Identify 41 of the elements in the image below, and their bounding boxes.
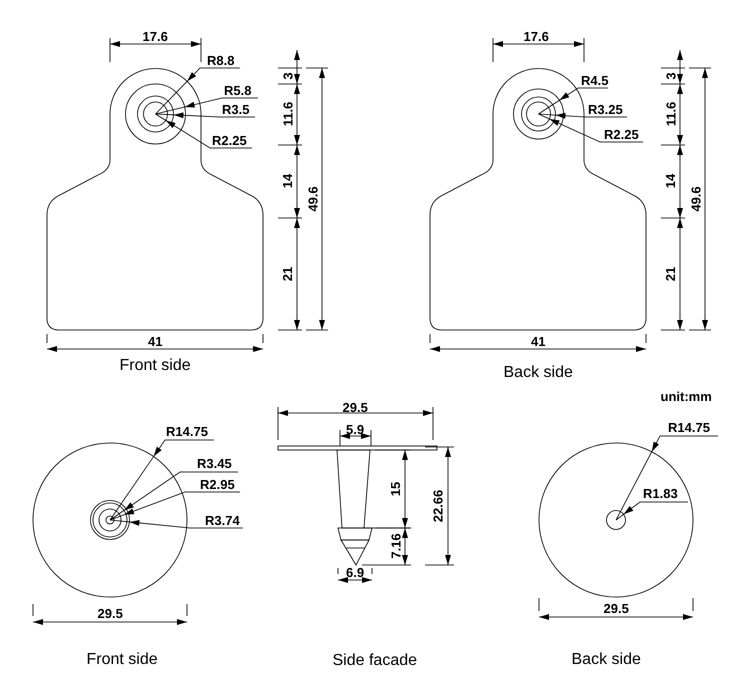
dimension-value: 7.16 bbox=[389, 533, 404, 559]
dimension-value: 3 bbox=[281, 72, 296, 80]
dimension-value: R3.45 bbox=[197, 457, 232, 471]
dimension-value: R14.75 bbox=[668, 421, 710, 435]
view-title: Front side bbox=[86, 651, 158, 669]
dimension-value: 14 bbox=[664, 174, 678, 188]
dimension-value: 22.66 bbox=[430, 490, 445, 522]
dimension-value: 15 bbox=[389, 482, 404, 496]
dimension-value: R3.25 bbox=[588, 103, 623, 117]
dimension-value: 29.5 bbox=[342, 401, 368, 415]
dimension-value: R4.5 bbox=[581, 74, 608, 88]
dimension-value: 11.6 bbox=[664, 102, 678, 126]
dimension-value: 21 bbox=[664, 266, 678, 282]
dimension-value: 21 bbox=[281, 266, 296, 282]
dimension-value: 41 bbox=[148, 335, 162, 349]
view-title: Front side bbox=[120, 357, 191, 375]
dimension-value: R3.74 bbox=[205, 514, 240, 528]
dimension-value: R2.95 bbox=[200, 478, 235, 492]
dimension-value: 17.6 bbox=[524, 30, 549, 44]
view-title: Side facade bbox=[332, 652, 418, 670]
dimension-value: R5.8 bbox=[224, 84, 252, 98]
dimension-value: 17.6 bbox=[142, 30, 168, 44]
dimension-value: 49.6 bbox=[689, 186, 704, 212]
dimension-value: 29.5 bbox=[98, 607, 123, 621]
dimension-value: R14.75 bbox=[166, 425, 208, 439]
dimension-value: 41 bbox=[531, 335, 546, 349]
dimension-value: R8.8 bbox=[207, 54, 234, 68]
view-title: Back side bbox=[504, 364, 573, 382]
dimension-value: 11.6 bbox=[280, 102, 295, 126]
dimension-value: R1.83 bbox=[643, 487, 678, 501]
dimension-value: R2.25 bbox=[604, 128, 639, 142]
dimension-value: 5.9 bbox=[346, 423, 364, 437]
dimension-value: R3.5 bbox=[222, 103, 250, 117]
unit-note: unit:mm bbox=[660, 390, 712, 404]
dimension-value: 29.5 bbox=[604, 602, 629, 616]
dimension-value: 49.6 bbox=[306, 186, 320, 212]
dimension-value: 3 bbox=[664, 72, 678, 80]
dimension-value: 6.9 bbox=[346, 566, 364, 580]
view-title: Back side bbox=[572, 651, 641, 669]
dimension-value: 14 bbox=[281, 174, 296, 188]
dimension-value: R2.25 bbox=[212, 134, 247, 148]
